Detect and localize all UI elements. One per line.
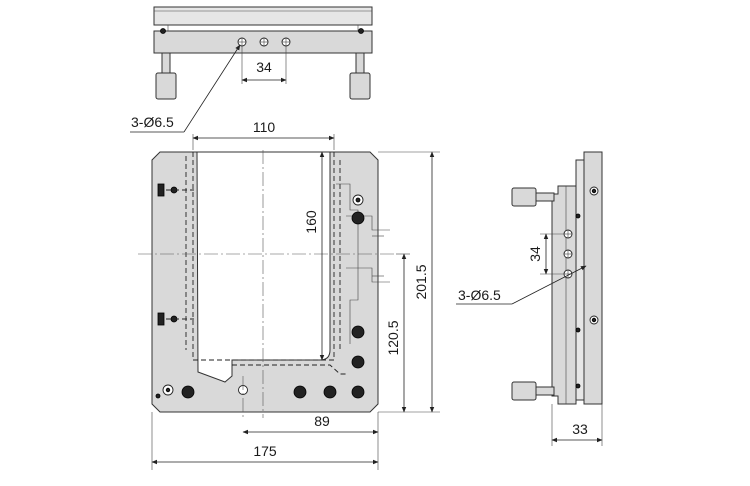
front-screw-5-icon [323, 385, 337, 399]
front-screw-4-icon [351, 385, 365, 399]
top-hole-1-icon [237, 37, 247, 47]
top-hole-3-icon [281, 37, 291, 47]
front-screw-2-icon [351, 325, 365, 339]
front-overall-height-label: 201.5 [413, 264, 429, 299]
side-screw-top-icon [589, 186, 599, 196]
top-plate [153, 6, 373, 26]
top-right-knob [349, 52, 371, 100]
front-screw-1-icon [351, 211, 365, 225]
top-view: 34 3-Ø6.5 [130, 6, 373, 133]
front-opening [196, 151, 331, 383]
front-opening-height-label: 160 [303, 210, 319, 234]
front-screw-6-icon [293, 385, 307, 399]
front-view: 110 160 201.5 120.5 89 175 [138, 119, 440, 470]
side-hole-callout: 3-Ø6.5 [458, 287, 501, 303]
side-thickness-label: 33 [572, 421, 588, 437]
front-screw-3-icon [351, 355, 365, 369]
front-center-offset-label: 89 [314, 413, 330, 429]
top-hole-2-icon [259, 37, 269, 47]
front-hole-top-right-icon [352, 194, 364, 206]
top-left-knob [155, 52, 177, 100]
side-carriage [551, 185, 577, 405]
side-hole-2-icon [563, 249, 573, 259]
top-hole-spacing-label: 34 [256, 59, 272, 75]
front-left-screw-bottom [157, 312, 178, 326]
side-screw-bottom-icon [589, 315, 599, 325]
side-bottom-knob [511, 381, 555, 401]
side-hole-1-icon [563, 229, 573, 239]
front-overall-width-label: 175 [253, 443, 277, 459]
front-hole-bottom-left-icon [162, 384, 174, 396]
top-hole-callout: 3-Ø6.5 [131, 114, 174, 130]
side-hole-spacing-label: 34 [527, 246, 543, 262]
front-screw-7-icon [181, 385, 195, 399]
side-top-knob [511, 187, 555, 207]
front-opening-width-label: 110 [253, 119, 276, 135]
front-center-height-label: 120.5 [385, 320, 401, 355]
side-view: 34 3-Ø6.5 33 [456, 151, 603, 446]
